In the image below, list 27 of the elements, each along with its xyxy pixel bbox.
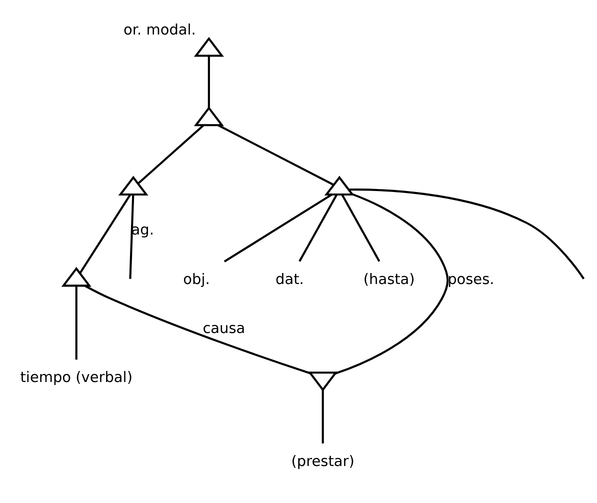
node-triangle bbox=[61, 266, 92, 286]
connector bbox=[138, 124, 204, 184]
connector bbox=[84, 284, 310, 374]
connector bbox=[298, 194, 338, 262]
edge-label: poses. bbox=[448, 271, 494, 288]
connector bbox=[322, 389, 324, 443]
node-triangle bbox=[194, 36, 224, 56]
node-text: (hasta) bbox=[363, 271, 415, 288]
node-text: (prestar) bbox=[291, 454, 354, 470]
node-label: or. modal. bbox=[124, 22, 196, 38]
connector bbox=[224, 193, 332, 262]
connector bbox=[341, 194, 380, 262]
node-text: tiempo (verbal) bbox=[20, 370, 132, 386]
node-text: dat. bbox=[276, 271, 304, 288]
connector bbox=[208, 55, 210, 108]
node-triangle bbox=[308, 371, 338, 391]
connector bbox=[334, 192, 449, 374]
connector bbox=[218, 124, 334, 186]
connector bbox=[129, 194, 134, 278]
connector bbox=[79, 194, 132, 274]
edge-label: causa bbox=[202, 320, 246, 336]
node-text: obj. bbox=[183, 271, 210, 288]
node-triangle bbox=[324, 175, 354, 196]
node-triangle bbox=[118, 175, 148, 196]
node-triangle bbox=[194, 106, 224, 126]
connector bbox=[349, 188, 585, 279]
connector bbox=[75, 285, 78, 360]
